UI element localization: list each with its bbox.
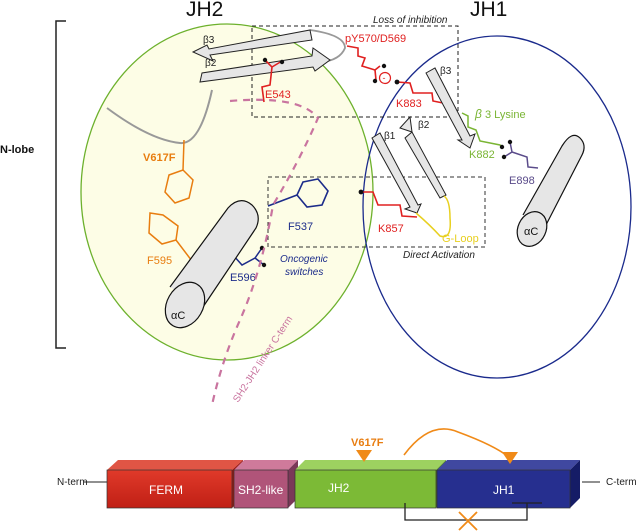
v617f-mutation-label: V617F [351,437,384,449]
e898-label: E898 [509,175,535,187]
jh1-alphac-cylinder [516,134,585,247]
jh2-beta2-label: β2 [205,58,217,69]
k883-atom [394,79,400,85]
g-loop-label: G-Loop [442,233,479,245]
e898-atom [501,154,507,160]
loss-of-inhibition-label: Loss of inhibition [373,15,448,26]
k882-sidechain [461,112,503,148]
domain-schematic: N-term FERM SH2-like JH2 JH1 C-term [57,428,637,531]
n-lobe-label: N-lobe [0,144,34,156]
py570-atom [372,78,378,84]
jh1-beta3-strand [425,67,476,149]
e898-sidechain [503,141,539,169]
e543-atom [279,59,285,65]
py570-atom [381,63,387,69]
jh2-alphac-cylinder [164,200,259,329]
activation-arrow [403,428,511,459]
direct-activation-label: Direct Activation [403,250,475,261]
e543-atom [262,57,268,63]
jh1-beta2-strand [404,131,447,199]
jh2-beta3-strand [191,29,313,63]
py570-d569-label: pY570/D569 [345,33,406,45]
jh1-lobe [362,35,632,379]
jh1-alphac-label: αC [524,226,538,238]
jh2-beta2-strand [199,47,331,83]
e543-label: E543 [265,89,291,101]
jh2-beta3-label: β3 [203,35,215,46]
k857-atom [358,189,364,195]
jh1-schematic-domain: JH1 [436,460,580,509]
n-lobe-bracket [55,20,66,349]
k882-label: K882 [469,149,495,161]
svg-text:FERM: FERM [149,483,183,497]
svg-text:JH2: JH2 [328,481,350,495]
jh1-beta1-label: β1 [384,131,396,142]
activation-arrowhead-icon [502,452,518,464]
e898-atom [507,139,513,145]
svg-text:SH2-like: SH2-like [238,483,284,497]
direct-activation-box [267,176,486,248]
oncogenic-switches-label-1: Oncogenic [280,254,328,265]
v617f-marker-icon [356,450,372,462]
jh1-beta1-strand [371,132,422,214]
k882-atom [499,144,505,150]
f537-bond [267,194,298,207]
e596-atom [261,262,267,268]
py570-sidechain [346,45,381,81]
oncogenic-switches-label-2: switches [285,267,323,278]
jh2-schematic-domain: JH2 [294,460,446,509]
f537-label: F537 [288,221,313,233]
ferm-domain: FERM [106,460,243,509]
jh1-title: JH1 [470,0,507,21]
negative-charge-icon [378,71,392,85]
n-term-label: N-term [57,477,88,488]
sh2-like-domain: SH2-like [233,460,298,509]
v617f-label: V617F [143,152,176,164]
c-term-label: C-term [606,477,637,488]
v617f-bond [182,139,185,171]
k857-label: K857 [378,223,404,235]
jh1-beta3-label: β3 [440,66,452,77]
jh2-beta-hairpin-loop [309,29,346,63]
jh1-beta2-arrowhead [399,115,413,133]
jh2-alphac-label: αC [171,310,185,322]
k883-sidechain [396,81,444,104]
g-loop [415,195,452,238]
f595-label: F595 [147,255,172,267]
k883-label: K883 [396,98,422,110]
svg-text:JH1: JH1 [493,483,515,497]
beta3-lysine-label: 3 Lysine [485,109,526,121]
beta3-lysine-symbol: β [474,107,482,121]
e596-label: E596 [230,272,256,284]
jh2-loop [106,89,213,145]
negative-charge-sign: - [383,73,386,83]
jh2-title: JH2 [186,0,223,21]
blocked-x-icon [458,511,478,531]
k857-sidechain [361,191,418,218]
v617f-ring [164,169,194,204]
jh1-beta2-label: β2 [418,120,430,131]
